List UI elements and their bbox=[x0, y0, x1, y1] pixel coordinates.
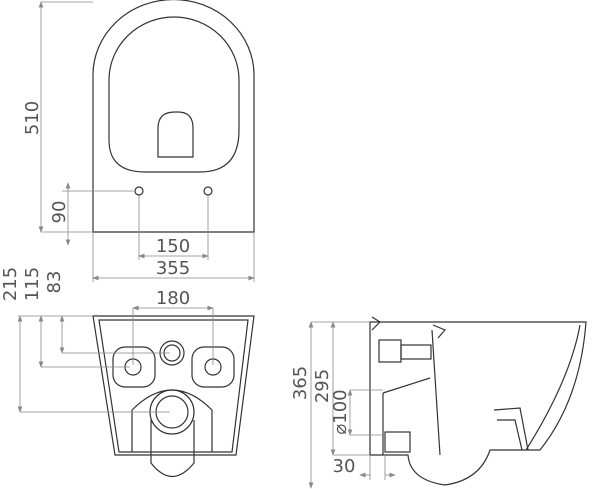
outlet-top bbox=[157, 111, 194, 158]
top-view-dimension-lines bbox=[38, 1, 255, 282]
inlet-connector bbox=[378, 339, 402, 363]
side-outline bbox=[369, 321, 587, 486]
dim-365: 365 bbox=[290, 366, 311, 400]
dim-355: 355 bbox=[156, 258, 190, 279]
dim-30: 30 bbox=[333, 456, 356, 477]
fixing-hole-right bbox=[203, 186, 213, 196]
side-view bbox=[369, 316, 587, 486]
dim-diameter-100: ⌀100 bbox=[330, 389, 351, 434]
waste-arch bbox=[131, 389, 213, 452]
rear-view bbox=[92, 315, 255, 478]
fixing-hole-left bbox=[134, 186, 144, 196]
rear-outline bbox=[92, 315, 255, 456]
dim-510: 510 bbox=[22, 101, 43, 135]
side-view-dimension-lines bbox=[308, 321, 396, 489]
outlet-spigot bbox=[384, 431, 411, 453]
dim-215: 215 bbox=[0, 267, 21, 301]
rear-view-dimension-lines bbox=[17, 305, 214, 413]
top-view-outline bbox=[92, 0, 255, 233]
top-view bbox=[92, 0, 255, 233]
dim-83: 83 bbox=[44, 271, 65, 294]
dim-180: 180 bbox=[156, 288, 190, 309]
bowl-rim bbox=[108, 16, 240, 173]
dim-295: 295 bbox=[312, 369, 333, 403]
dim-150: 150 bbox=[156, 236, 190, 257]
dim-90: 90 bbox=[49, 201, 70, 224]
waste-pipe bbox=[150, 420, 195, 478]
dim-115: 115 bbox=[22, 267, 43, 301]
rear-inner bbox=[98, 319, 249, 453]
